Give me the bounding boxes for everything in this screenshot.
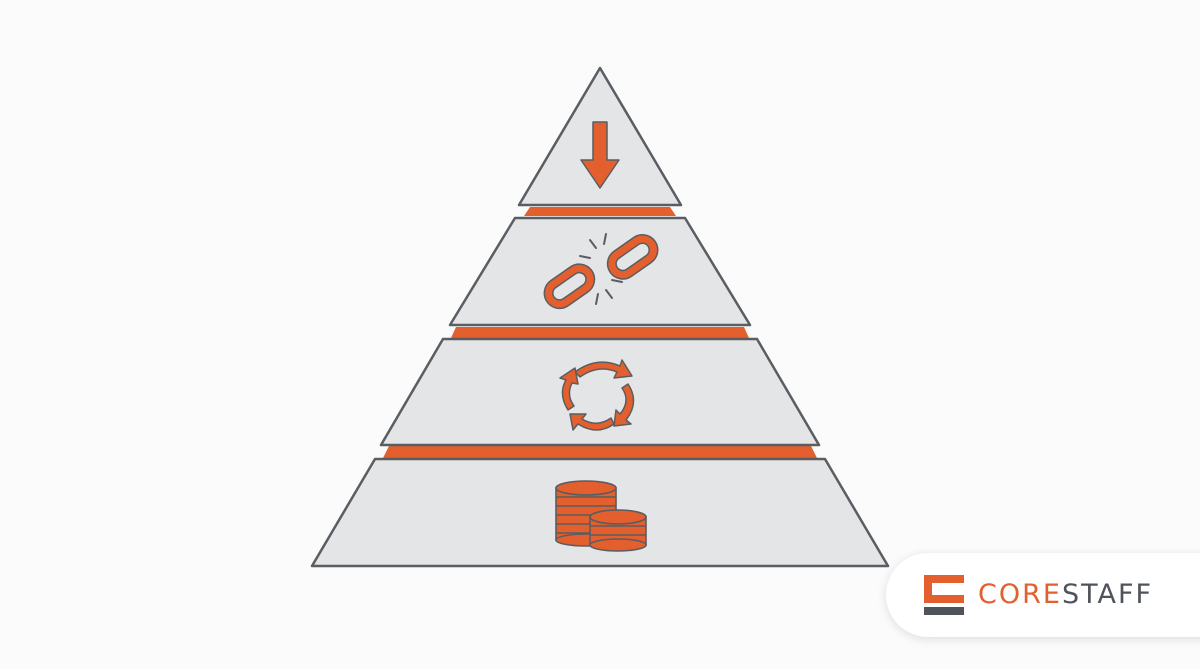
broken-chain-icon bbox=[543, 233, 659, 310]
band-1 bbox=[524, 207, 676, 216]
corestaff-logo-icon bbox=[924, 575, 964, 615]
down-arrow-icon bbox=[580, 121, 620, 189]
brand-name-core: CORE bbox=[978, 579, 1062, 610]
band-3 bbox=[383, 446, 817, 458]
coin-stack-icon bbox=[555, 480, 647, 552]
tier-second bbox=[448, 216, 752, 327]
brand-name: CORESTAFF bbox=[978, 579, 1153, 611]
brand-name-staff: STAFF bbox=[1061, 579, 1154, 610]
tier-third bbox=[379, 337, 821, 447]
brand-logo-card: CORESTAFF bbox=[886, 553, 1200, 637]
cycle-arrows-icon bbox=[559, 359, 635, 431]
band-2 bbox=[451, 327, 749, 338]
